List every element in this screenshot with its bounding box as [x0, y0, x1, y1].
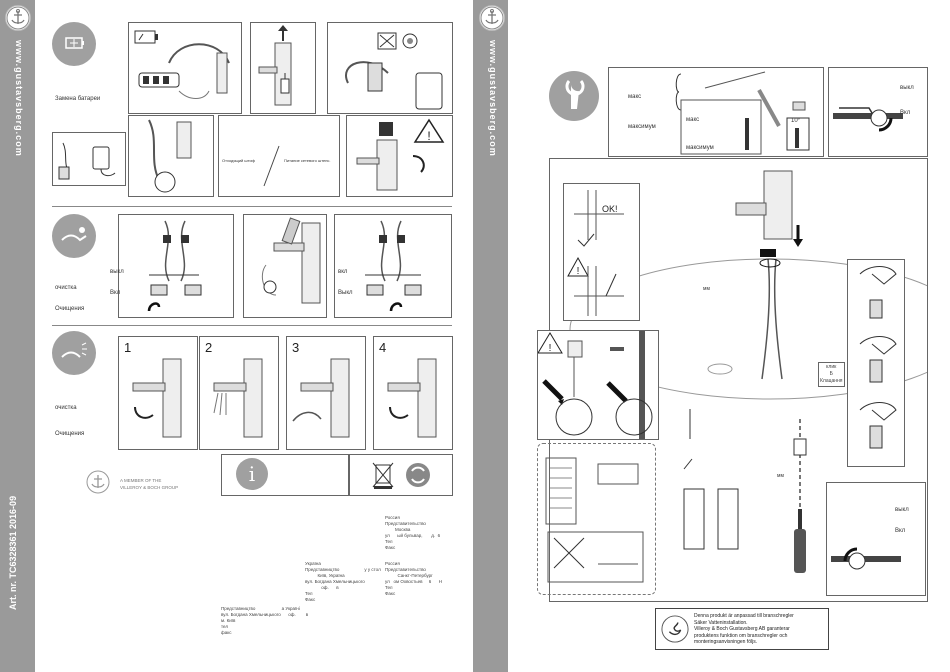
warning-mount-panel: !: [346, 115, 453, 197]
info-panel: i: [221, 454, 349, 496]
contact-russia-b: Россия Представительство Санкт-Петербург…: [385, 561, 442, 596]
recycle-icon: [406, 463, 430, 487]
plug-compare-panel: [218, 115, 340, 197]
svg-text:!: !: [577, 266, 580, 277]
spray-section-circle: [52, 331, 96, 375]
cleaning-label-2b: Очищения: [55, 431, 85, 437]
anchor-logo-icon: [479, 5, 505, 31]
max-label-2: максимум: [628, 124, 656, 130]
max-label-3: макс: [686, 117, 700, 123]
hand-clean-icon: [61, 227, 87, 242]
on-bottom-label: Вкл: [895, 528, 906, 534]
cert-text: Denna produkt är anpassad till branschre…: [694, 613, 794, 645]
step-panel-1: 1: [118, 336, 198, 450]
svg-text:!: !: [427, 129, 430, 143]
angle-label: 10°: [791, 118, 801, 124]
left-site-url: www.gustavsberg.com: [14, 40, 24, 157]
battery-step3-panel: [327, 22, 453, 114]
right-side-strip: [473, 0, 508, 672]
member-line-1: A MEMBER OF THE: [120, 478, 162, 483]
ok-panel: ! OK!: [563, 183, 640, 321]
off-bottom-label: выкл: [895, 507, 909, 513]
step-number-4: 4: [379, 340, 387, 355]
max-label-1: макс: [628, 94, 642, 100]
off-label-2: вкл: [338, 269, 348, 275]
clean-section-circle: [52, 214, 96, 258]
article-number: Art. nr. TC6328361 2016-09: [8, 495, 18, 610]
step-panel-2: 2: [199, 336, 279, 450]
warning-icon: [538, 332, 563, 354]
max-label-4: максимум: [686, 145, 714, 151]
brand-logo: [86, 470, 110, 494]
off-label-1: выкл: [110, 269, 124, 275]
connection-panel: [128, 115, 214, 197]
info-icon: i: [236, 458, 268, 490]
cleaning-label-1b: Очищения: [55, 306, 85, 312]
warning-icon: [413, 118, 445, 143]
spray-clean-icon: [61, 342, 87, 358]
divider-2: [52, 325, 452, 326]
valve-off-panel: [118, 214, 234, 318]
cleaning-label-1: очистка: [55, 285, 77, 291]
plug-right-label: Питание сетевого штепс.: [284, 158, 331, 163]
cert-box: Denna produkt är anpassad till branschre…: [655, 608, 829, 650]
left-side-strip: [0, 0, 35, 672]
no-bin-icon: [372, 462, 394, 489]
install-section-circle: [549, 71, 599, 121]
battery-icon: [65, 37, 84, 49]
step-panel-3: 3: [286, 336, 366, 450]
click-label: клик Б Клацання: [818, 362, 845, 387]
battery-panel: [128, 22, 242, 114]
sensor-warning-panel: !: [537, 330, 659, 440]
contact-rep: Представництво а Україні вул. Богдана Хм…: [221, 606, 309, 635]
off-on-top-label: выкл: [900, 85, 914, 91]
valve-on-panel: [334, 214, 452, 318]
anchor-logo-icon: [86, 470, 110, 494]
step-number-2: 2: [205, 340, 213, 355]
battery-section-circle: [52, 22, 96, 66]
on-label-2: Выкл: [338, 290, 353, 296]
cert-swan-icon: [661, 615, 689, 643]
on-top-label: Вкл: [900, 110, 911, 116]
right-site-url: www.gustavsberg.com: [488, 40, 498, 157]
contact-russia-a: Россия Представительство Москва ул ый бу…: [385, 515, 441, 550]
on-label-1: Вкл: [110, 290, 121, 296]
plug-left-label: Отходящий штиф: [222, 158, 255, 163]
step-number-1: 1: [124, 340, 132, 355]
variant-panel: [537, 443, 656, 595]
mm-label-2: мм: [777, 473, 784, 479]
mm-label-1: мм: [703, 286, 710, 292]
divider-1: [52, 206, 452, 207]
ok-label: OK!: [602, 204, 618, 214]
aerator-panel: [243, 214, 327, 318]
member-line-2: VILLEROY & BOCH GROUP: [120, 485, 179, 490]
battery-replace-label: Замена батареи: [55, 96, 101, 102]
wrench-icon: [565, 80, 585, 109]
dimension-panel: [608, 67, 824, 157]
contact-ukraine: Україна Представництво у у стол Київ, Ук…: [305, 561, 381, 602]
step-panel-4: 4: [373, 336, 453, 450]
page-gap: [455, 0, 473, 672]
wrench-steps-panel: [847, 259, 905, 467]
svg-text:!: !: [549, 343, 552, 354]
anchor-logo-icon: [5, 5, 31, 31]
battery-step2-panel: [250, 22, 316, 114]
valve-top-panel: [828, 67, 928, 157]
power-adapter-panel: [52, 132, 126, 186]
step-number-3: 3: [292, 340, 300, 355]
valve-bottom-panel: [826, 482, 926, 596]
disposal-panel: [349, 454, 453, 496]
cleaning-label-2: очистка: [55, 405, 77, 411]
